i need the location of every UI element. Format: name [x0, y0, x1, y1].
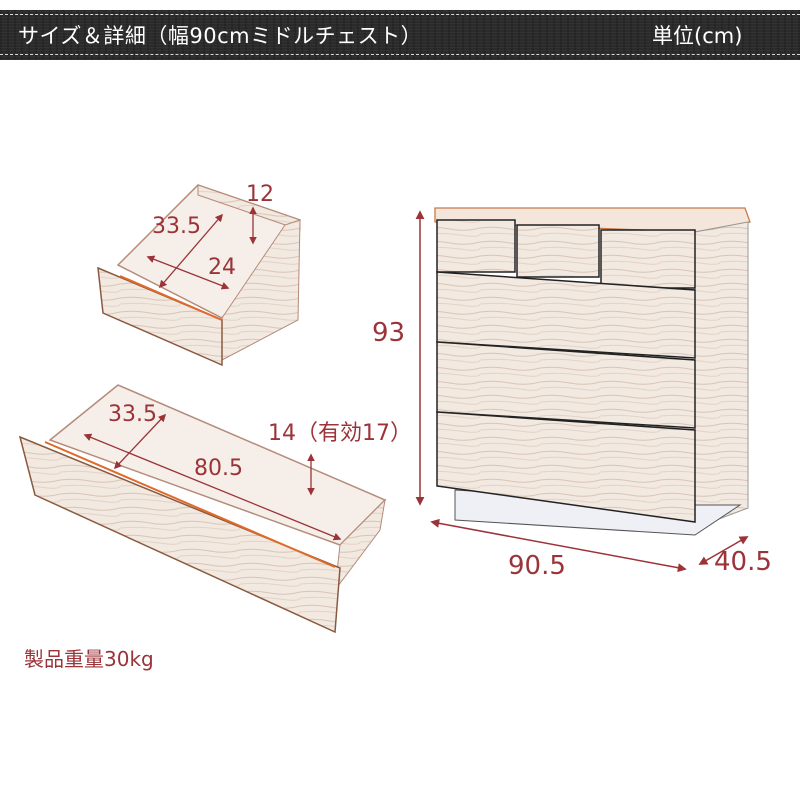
chest-illustration — [415, 207, 751, 573]
section-header: サイズ＆詳細（幅90cmミドルチェスト） 単位(cm) — [0, 10, 800, 60]
small-drawer-illustration — [97, 184, 302, 367]
product-weight-note: 製品重量30kg — [24, 647, 154, 671]
large-drawer-depth-label: 33.5 — [108, 402, 157, 427]
header-dashed-line-bottom — [0, 54, 800, 55]
small-drawer-height-label: 12 — [246, 182, 274, 207]
header-dashed-line-top — [0, 14, 800, 15]
chest-depth-label: 40.5 — [714, 547, 772, 577]
small-drawer-depth-label: 33.5 — [152, 214, 201, 239]
small-drawer-width-label: 24 — [208, 255, 236, 280]
large-drawer-width-label: 80.5 — [194, 456, 243, 481]
chest-width-label: 90.5 — [508, 551, 566, 581]
header-title: サイズ＆詳細（幅90cmミドルチェスト） — [18, 24, 423, 48]
large-drawer-illustration — [18, 384, 387, 634]
chest-height-label: 93 — [372, 318, 406, 348]
large-drawer-height-label: 14（有効17） — [268, 421, 412, 446]
header-unit: 単位(cm) — [652, 24, 743, 48]
